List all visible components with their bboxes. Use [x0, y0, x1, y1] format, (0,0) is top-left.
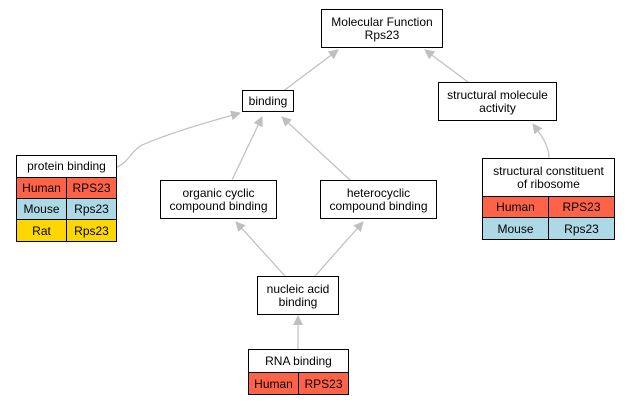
- node-header: RNA binding: [249, 350, 348, 372]
- node-label-line1: Molecular Function: [331, 14, 433, 29]
- node-label-line2: of ribosome: [517, 176, 580, 191]
- node-structural-molecule-activity[interactable]: structural molecule activity: [438, 82, 557, 121]
- species-cell: Human: [483, 197, 549, 217]
- node-rna-binding[interactable]: RNA binding Human RPS23: [248, 349, 349, 395]
- species-row-human: Human RPS23: [249, 372, 348, 394]
- node-label-line1: structural molecule: [447, 87, 548, 102]
- node-molecular-function[interactable]: Molecular Function Rps23: [321, 9, 443, 48]
- edge-binding-to-molecular-function: [281, 49, 339, 93]
- node-organic-cyclic-compound-binding[interactable]: organic cyclic compound binding: [160, 180, 277, 219]
- node-label-line2: compound binding: [169, 198, 268, 213]
- gene-cell: RPS23: [304, 376, 343, 391]
- node-label-line1: nucleic acid: [266, 281, 330, 296]
- node-header: structural constituent of ribosome: [483, 159, 614, 196]
- species-cell: Rat: [17, 220, 67, 241]
- species-cell: Human: [249, 373, 299, 394]
- node-label-line2: binding: [278, 294, 318, 309]
- node-protein-binding[interactable]: protein binding Human RPS23 Mouse Rps23 …: [16, 155, 117, 242]
- edge-nucleic-acid-to-heterocyclic: [314, 221, 364, 277]
- node-label-line2: activity: [479, 100, 516, 115]
- species-row-human: Human RPS23: [483, 196, 614, 217]
- node-label-line1: structural constituent: [493, 163, 604, 178]
- node-label: protein binding: [27, 159, 106, 173]
- species-row-mouse: Mouse Rps23: [483, 217, 614, 239]
- species-row-mouse: Mouse Rps23: [17, 198, 116, 219]
- gene-cell: Rps23: [74, 202, 109, 216]
- edge-structural-molecule-to-molecular-function: [424, 49, 469, 83]
- gene-cell: RPS23: [562, 200, 601, 214]
- species-cell: Human: [17, 178, 67, 198]
- node-binding[interactable]: binding: [242, 90, 294, 112]
- species-cell: Mouse: [17, 199, 67, 219]
- edge-nucleic-acid-to-organic-cyclic: [235, 221, 286, 277]
- node-header: protein binding: [17, 156, 116, 177]
- node-label-line1: organic cyclic: [182, 185, 255, 200]
- node-label-line2: Rps23: [364, 27, 400, 42]
- node-label-line1: heterocyclic: [346, 185, 411, 200]
- node-nucleic-acid-binding[interactable]: nucleic acid binding: [257, 276, 339, 315]
- edge-protein-binding-to-binding: [116, 110, 241, 168]
- gene-cell: Rps23: [564, 221, 599, 236]
- gene-cell: Rps23: [74, 223, 109, 238]
- node-label-line2: compound binding: [329, 198, 428, 213]
- edge-heterocyclic-to-binding: [281, 116, 351, 181]
- species-row-human: Human RPS23: [17, 177, 116, 198]
- node-label: binding: [248, 93, 288, 108]
- edge-structural-constituent-to-structural-molecule: [532, 123, 550, 159]
- species-cell: Mouse: [483, 218, 549, 239]
- species-row-rat: Rat Rps23: [17, 219, 116, 241]
- node-label: RNA binding: [265, 353, 332, 368]
- edge-organic-cyclic-to-binding: [231, 116, 263, 181]
- node-structural-constituent-of-ribosome[interactable]: structural constituent of ribosome Human…: [482, 158, 615, 240]
- node-heterocyclic-compound-binding[interactable]: heterocyclic compound binding: [320, 180, 437, 219]
- gene-cell: RPS23: [72, 181, 111, 195]
